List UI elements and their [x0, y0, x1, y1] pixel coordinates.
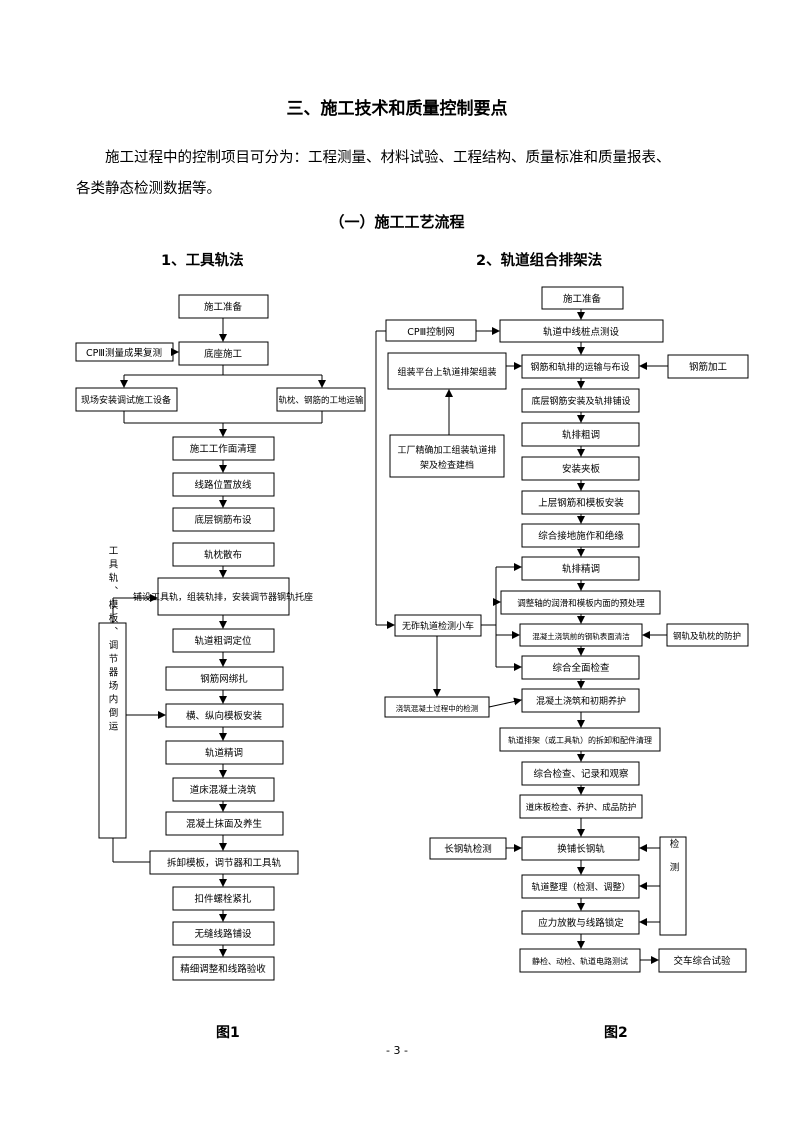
f2-factory-label-1: 工厂精确加工组装轨道排	[397, 444, 496, 456]
f2-stress-release: 应力放散与线路锁定	[538, 917, 624, 929]
f2-cp3-network: CPⅢ控制网	[407, 326, 454, 338]
f2-overall-check: 综合全面检查	[552, 662, 610, 674]
f1-lay-tool-rail: 铺设工具轨，组装轨排，安装调节器钢轨托座	[133, 591, 313, 603]
f2-form-pretreat: 调整轴的润滑和模板内面的预处理	[517, 598, 645, 609]
f2-grounding-insulation: 综合接地施作和绝缘	[538, 530, 624, 542]
f2-frame-removal: 轨道排架（或工具轨）的拆卸和配件清理	[508, 735, 652, 745]
f2-rebar-processing: 钢筋加工	[689, 361, 728, 373]
f2-final-test: 交车综合试验	[673, 955, 731, 967]
f2-base-rebar-laying: 底层钢筋安装及轨排铺设	[531, 395, 630, 407]
f2-concrete-pour-cure: 混凝土浇筑和初期养护	[536, 695, 626, 707]
figure2-flowchart: 施工准备 CPⅢ控制网 轨道中线桩点测设 钢筋和轨排的运输与布设 钢筋加工 组装…	[375, 286, 749, 973]
f2-track-finishing: 轨道整理（检测、调整）	[531, 881, 630, 893]
f2-side-form: 安装夹板	[562, 463, 601, 475]
intro-paragraph-line1: 施工过程中的控制项目可分为：工程测量、材料试验、工程结构、质量标准和质量报表、	[105, 150, 671, 166]
subsection-heading: （一）施工工艺流程	[329, 213, 465, 231]
f1-bottom-rebar: 底层钢筋布设	[194, 514, 252, 526]
f2-platform-assembly: 组装平台上轨道排架组装	[397, 366, 496, 378]
f2-stake-survey: 轨道中线桩点测设	[543, 326, 620, 338]
f1-sleeper-placement: 轨枕散布	[204, 549, 242, 561]
f1-bolt-tighten: 扣件螺栓紧扎	[194, 893, 252, 905]
figure1-flowchart: 施工准备 CPⅢ测量成果复测 底座施工 现场安装调试施工设备 轨枕、钢筋的工地运…	[75, 294, 366, 981]
f2-rail-protect: 钢轨及轨枕的防护	[673, 631, 741, 642]
f2-inspect-record: 综合检查、记录和观察	[533, 768, 629, 780]
f1-formwork-install: 横、纵向模板安装	[186, 710, 263, 722]
f2-lay-long-rail: 换铺长钢轨	[557, 843, 605, 855]
f1-rebar-binding: 钢筋网绑扎	[200, 673, 248, 685]
f2-fine-adjust: 轨排精调	[562, 563, 600, 575]
f1-fine-adjust: 轨道精调	[205, 747, 243, 759]
f1-cp3-review: CPⅢ测量成果复测	[86, 347, 162, 359]
f2-top-rebar-form: 上层钢筋和模板安装	[538, 497, 624, 509]
section-heading: 三、施工技术和质量控制要点	[286, 99, 508, 119]
method1-title: 1、工具轨法	[161, 253, 244, 269]
f2-factory-label-2: 架及检查建档	[420, 459, 474, 471]
f1-surface-finish-cure: 混凝土抹面及养生	[186, 818, 263, 830]
f1-dismantle: 拆卸模板，调节器和工具轨	[167, 857, 282, 869]
f1-seamless-laying: 无缝线路铺设	[194, 928, 252, 940]
f2-rebar-transport: 钢筋和轨排的运输与布设	[530, 361, 629, 373]
f1-sleeper-transport: 轨枕、钢筋的工地运输	[278, 395, 364, 406]
f1-prep: 施工准备	[204, 301, 243, 313]
f1-track-position: 线路位置放线	[194, 479, 252, 491]
f2-rail-surface-clean: 混凝土浇筑前的钢轨表面清洁	[532, 631, 630, 641]
f1-onsite-equipment: 现场安装调试施工设备	[81, 394, 171, 406]
figure2-caption: 图2	[604, 1025, 628, 1041]
f2-static-test: 静检、动检、轨道电路测试	[532, 956, 628, 966]
f1-base-construction: 底座施工	[204, 348, 243, 360]
f2-prep: 施工准备	[563, 293, 602, 305]
f1-work-surface-clean: 施工工作面清理	[190, 443, 257, 455]
page-number: - 3 -	[386, 1044, 408, 1057]
intro-paragraph-line2: 各类静态检测数据等。	[76, 181, 221, 197]
f2-bed-protect: 道床板检查、养护、成品防护	[526, 802, 637, 813]
f2-long-rail-check: 长钢轨检测	[444, 843, 492, 855]
f1-rough-adjust: 轨道粗调定位	[194, 635, 252, 647]
f2-trolley: 无砟轨道检测小车	[402, 620, 474, 632]
f2-rough-adjust: 轨排粗调	[562, 429, 600, 441]
f1-concrete-pour: 道床混凝土浇筑	[190, 784, 257, 796]
f1-fine-tune-acceptance: 精细调整和线路验收	[180, 963, 266, 975]
f2-pour-monitoring: 浇筑混凝土过程中的检测	[396, 703, 479, 713]
method2-title: 2、轨道组合排架法	[476, 253, 603, 269]
figure1-caption: 图1	[216, 1025, 240, 1041]
f2-inspect-label: 检测	[668, 838, 680, 886]
f1-side-label: 工具轨、模板、调节器场内倒运	[107, 546, 119, 735]
